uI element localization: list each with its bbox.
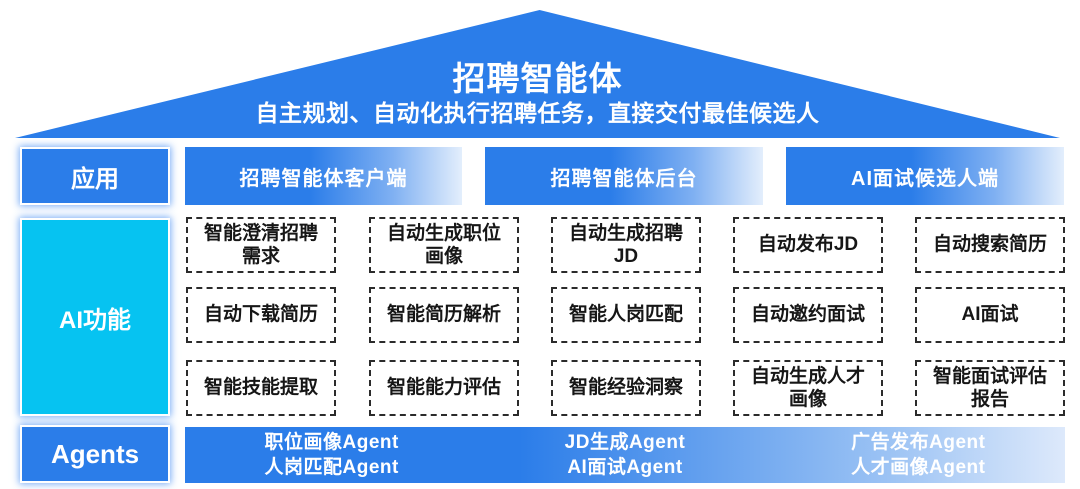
function-cell: 智能人岗匹配: [551, 287, 701, 343]
agent-name: AI面试Agent: [567, 457, 683, 478]
agent-name: 人岗匹配Agent: [264, 457, 399, 478]
row-label-agents: Agents: [20, 425, 170, 483]
function-cell: 自动搜索简历: [915, 217, 1065, 273]
app-bar-candidate: AI面试候选人端: [786, 147, 1064, 205]
function-cell: 智能技能提取: [186, 360, 336, 416]
agent-group: 广告发布Agent 人才画像Agent: [772, 430, 1065, 480]
diagram-title: 招聘智能体: [452, 60, 623, 97]
function-cell: 自动下载简历: [186, 287, 336, 343]
function-cell: 智能经验洞察: [551, 360, 701, 416]
roof-banner: 招聘智能体 自主规划、自动化执行招聘任务，直接交付最佳候选人: [15, 10, 1060, 138]
agents-bar: 职位画像Agent 人岗匹配Agent JD生成Agent AI面试Agent …: [185, 427, 1065, 483]
function-cell: 自动生成招聘 JD: [551, 217, 701, 273]
agent-group: JD生成Agent AI面试Agent: [478, 430, 771, 480]
function-cell: 自动发布JD: [733, 217, 883, 273]
diagram-subtitle: 自主规划、自动化执行招聘任务，直接交付最佳候选人: [255, 100, 820, 126]
app-bar-backend: 招聘智能体后台: [485, 147, 763, 205]
function-cell: 智能澄清招聘 需求: [186, 217, 336, 273]
agent-name: 职位画像Agent: [264, 432, 399, 453]
function-cell: 自动生成人才 画像: [733, 360, 883, 416]
function-cell: AI面试: [915, 287, 1065, 343]
agent-name: 广告发布Agent: [851, 432, 986, 453]
function-cell: 自动生成职位 画像: [369, 217, 519, 273]
agent-name: JD生成Agent: [564, 432, 686, 453]
row-label-ai-functions: AI功能: [20, 218, 170, 416]
function-cell: 自动邀约面试: [733, 287, 883, 343]
function-cell: 智能简历解析: [369, 287, 519, 343]
agent-group: 职位画像Agent 人岗匹配Agent: [185, 430, 478, 480]
app-bar-client: 招聘智能体客户端: [185, 147, 462, 205]
function-cell: 智能面试评估 报告: [915, 360, 1065, 416]
function-cell: 智能能力评估: [369, 360, 519, 416]
agent-name: 人才画像Agent: [851, 457, 986, 478]
row-label-applications: 应用: [20, 147, 170, 205]
